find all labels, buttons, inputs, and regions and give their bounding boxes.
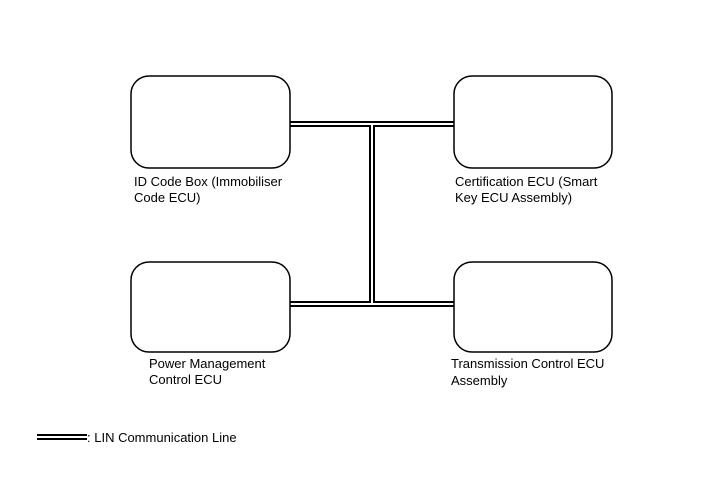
legend-label: : LIN Communication Line [87, 430, 237, 445]
node-label-certification-ecu: Certification ECU (Smart Key ECU Assembl… [455, 174, 601, 205]
node-label-power-management-ecu: Power Management Control ECU [149, 356, 269, 387]
node-transmission-control-ecu [453, 261, 613, 353]
node-label-transmission-control-ecu: Transmission Control ECU Assembly [451, 356, 608, 388]
node-power-management-ecu [130, 261, 291, 353]
lin-bus [290, 121, 455, 307]
node-certification-ecu [453, 75, 613, 169]
node-label-id-code-box: ID Code Box (Immobiliser Code ECU) [134, 174, 286, 205]
ecu-boxes [130, 75, 613, 353]
legend: : LIN Communication Line [37, 430, 237, 445]
node-id-code-box [130, 75, 291, 169]
